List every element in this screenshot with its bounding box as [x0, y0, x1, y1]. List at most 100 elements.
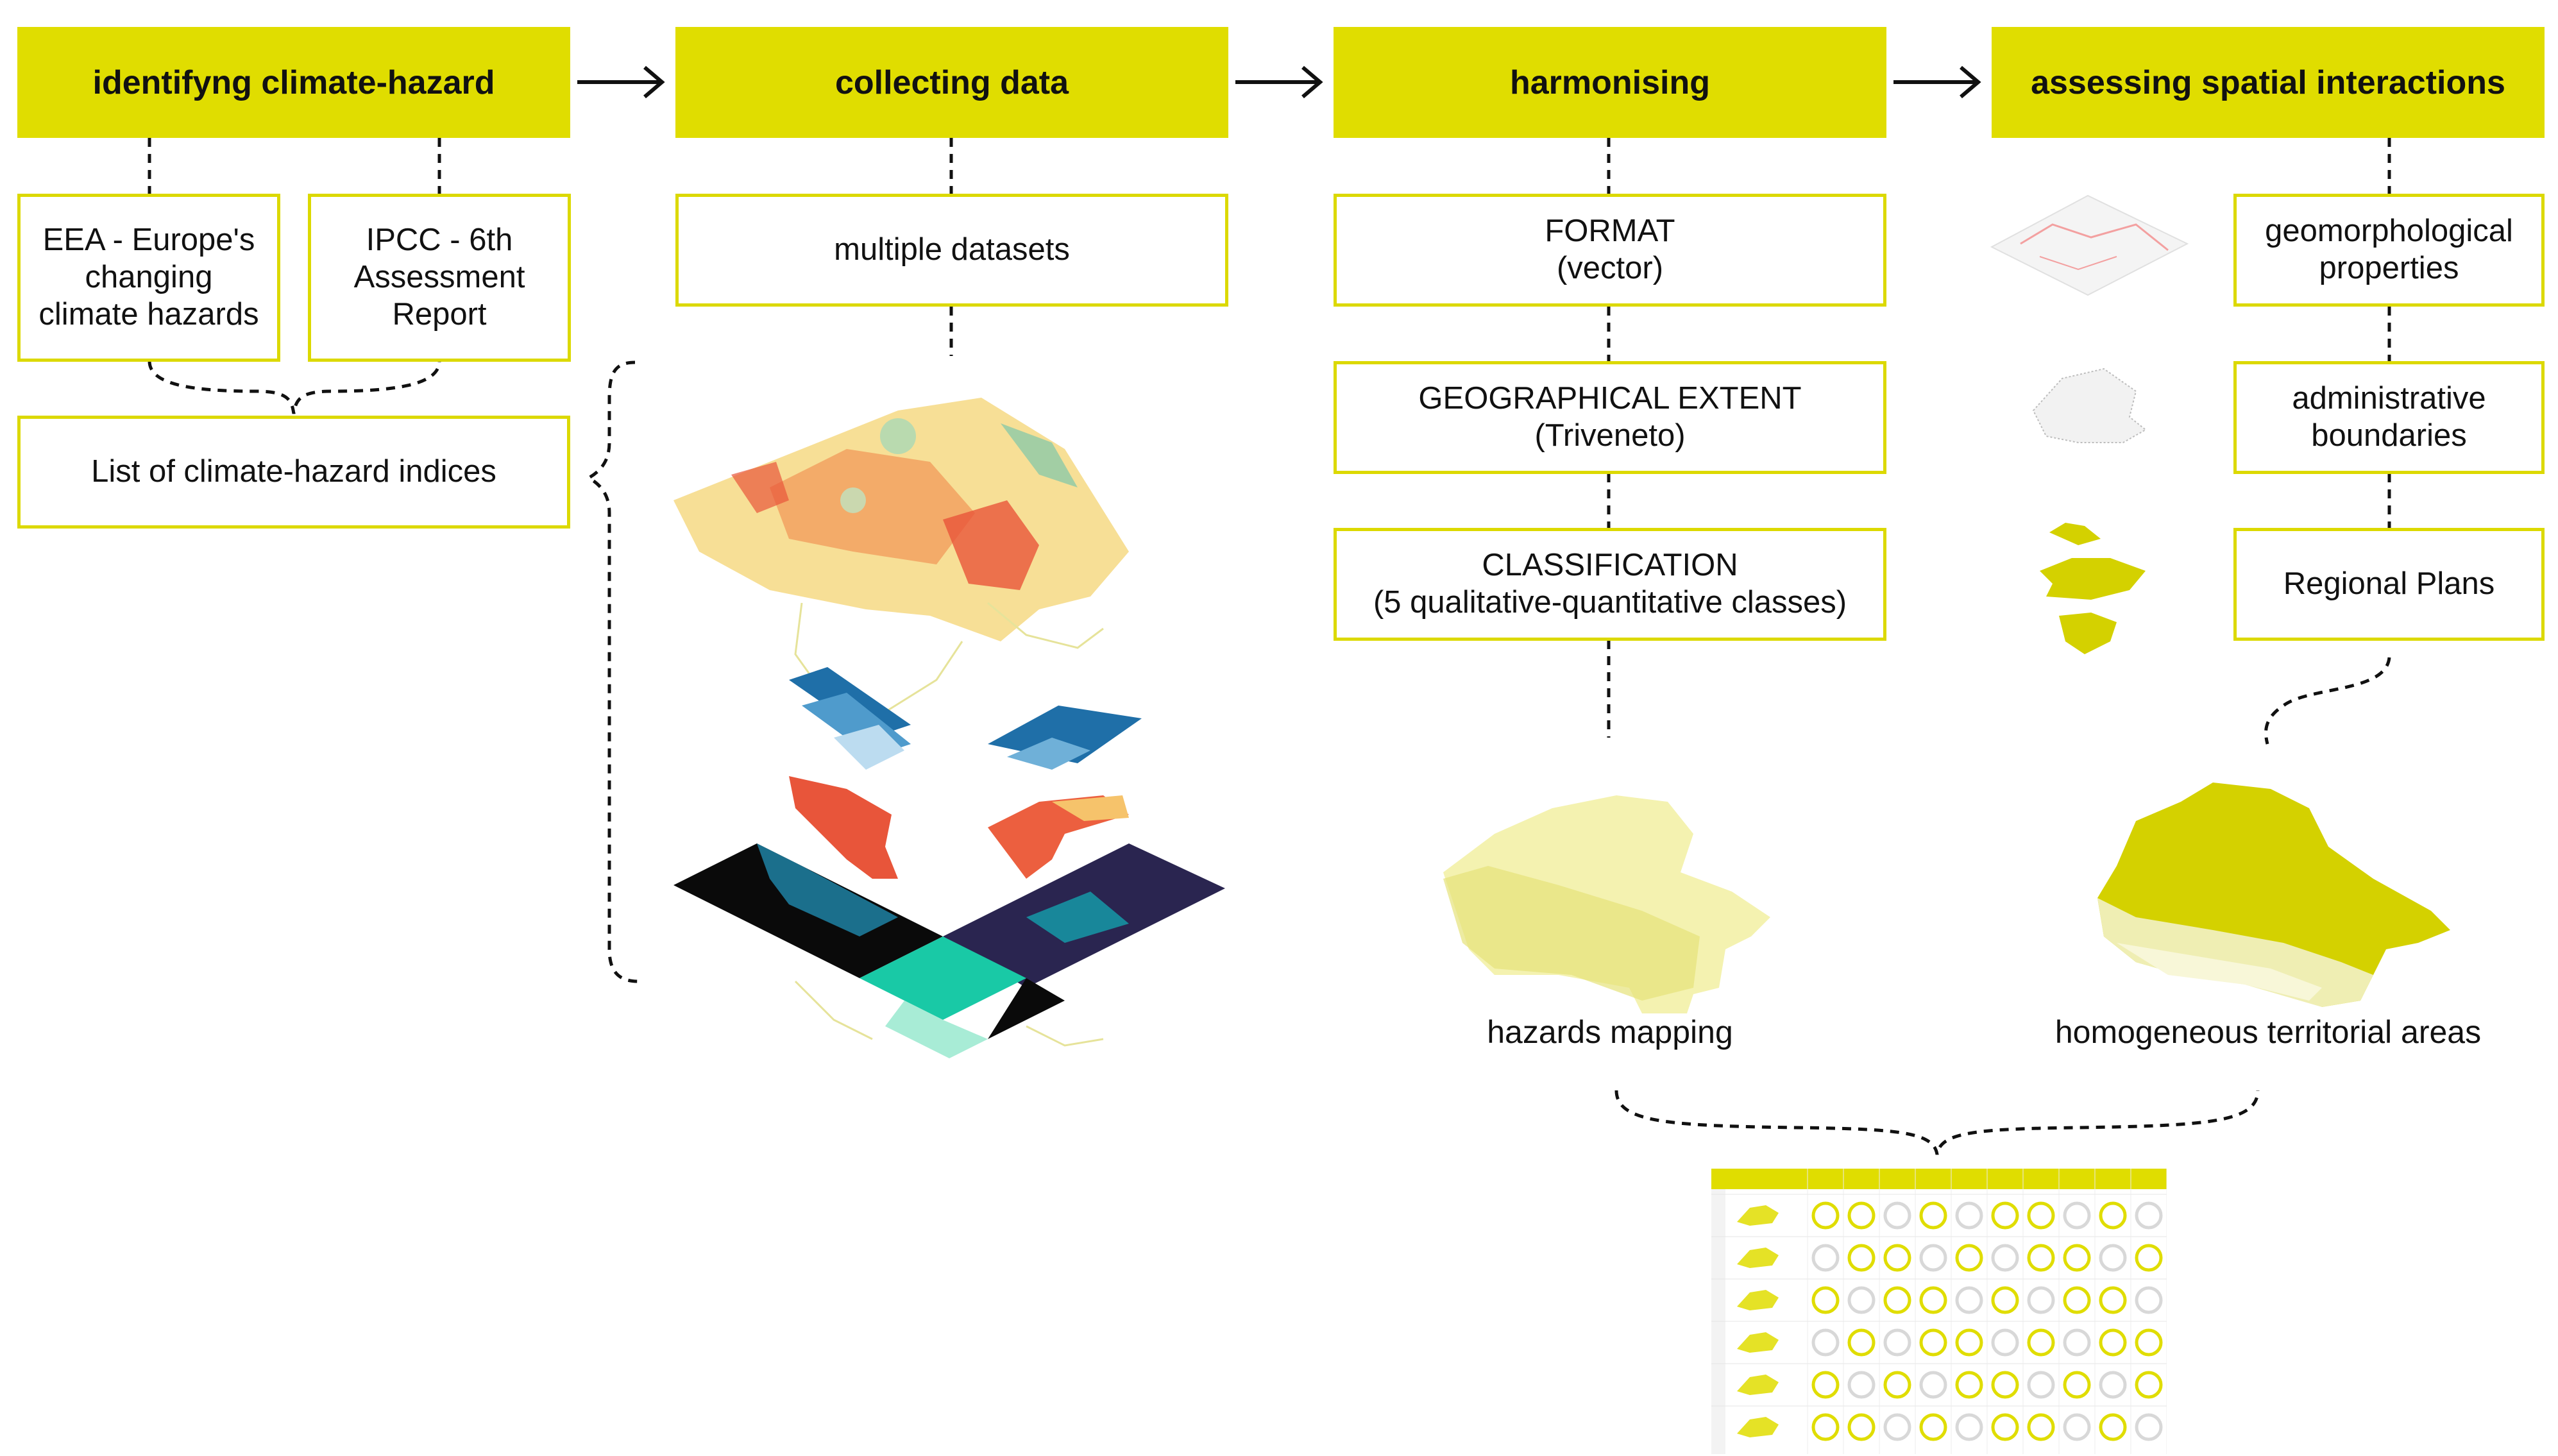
admin-box: administrative boundaries — [2233, 361, 2545, 474]
matrix-score-ring — [1991, 1201, 2019, 1230]
extent-box: GEOGRAPHICAL EXTENT (Triveneto) — [1334, 361, 1886, 474]
matrix-score-ring — [1955, 1201, 1983, 1230]
step-label: collecting data — [834, 63, 1069, 101]
matrix-score-ring — [2027, 1371, 2055, 1399]
matrix-score-ring — [1991, 1413, 2019, 1441]
matrix-area-thumb — [1737, 1248, 1779, 1268]
step-header-identify: identifyng climate-hazard — [17, 27, 570, 138]
matrix-area-thumb — [1737, 1417, 1779, 1437]
matrix-score-ring — [1919, 1371, 1947, 1399]
matrix-score-ring — [2027, 1244, 2055, 1272]
matrix-area-thumb — [1737, 1375, 1779, 1395]
matrix-score-ring — [1991, 1286, 2019, 1314]
result-matrix-graphic — [1711, 1169, 2167, 1454]
matrix-score-ring — [2027, 1328, 2055, 1357]
homogeneous-areas-label: homogeneous territorial areas — [2054, 1014, 2482, 1050]
matrix-score-ring — [2099, 1201, 2127, 1230]
matrix-score-ring — [2027, 1286, 2055, 1314]
dataset-layer-grid — [673, 843, 1225, 1058]
matrix-score-ring — [2135, 1328, 2163, 1357]
matrix-score-ring — [2135, 1244, 2163, 1272]
matrix-score-ring — [1847, 1286, 1876, 1314]
source-eea-label: EEA - Europe's changing climate hazards — [38, 223, 259, 332]
plans-label: Regional Plans — [2283, 566, 2495, 602]
matrix-score-ring — [2027, 1413, 2055, 1441]
matrix-score-ring — [1955, 1244, 1983, 1272]
dataset-layer-heat-shape — [789, 776, 1129, 879]
indices-label: List of climate-hazard indices — [91, 454, 496, 489]
hazards-mapping-label: hazards mapping — [1487, 1014, 1733, 1050]
matrix-score-ring — [2135, 1201, 2163, 1230]
matrix-score-ring — [1955, 1413, 1983, 1441]
matrix-score-ring — [1919, 1201, 1947, 1230]
territorial-areas-shape — [2097, 783, 2450, 1007]
matrix-score-ring — [1811, 1201, 1840, 1230]
regional-plans-thumbnail — [2040, 523, 2146, 654]
matrix-score-ring — [1811, 1413, 1840, 1441]
step-label: harmonising — [1509, 63, 1711, 101]
matrix-score-ring — [1955, 1286, 1983, 1314]
step-header-collect: collecting data — [675, 27, 1228, 138]
geomorph-label: geomorphological properties — [2265, 214, 2513, 285]
dataset-layer-cold-blocks — [789, 667, 1142, 770]
indices-box: List of climate-hazard indices — [17, 416, 570, 529]
format-box: FORMAT (vector) — [1334, 194, 1886, 307]
matrix-area-thumb — [1737, 1332, 1779, 1353]
matrix-score-ring — [1847, 1371, 1876, 1399]
matrix-score-ring — [1811, 1244, 1840, 1272]
result-matrix-thumbnail — [1711, 1169, 2167, 1454]
matrix-score-ring — [1919, 1286, 1947, 1314]
matrix-score-ring — [2063, 1413, 2091, 1441]
geomorph-thumbnail — [1990, 194, 2189, 296]
step-header-harmonise: harmonising — [1334, 27, 1886, 138]
matrix-score-ring — [1811, 1286, 1840, 1314]
datasets-label: multiple datasets — [834, 232, 1070, 267]
source-ipcc-label: IPCC - 6th Assessment Report — [353, 223, 525, 332]
source-ipcc-box: IPCC - 6th Assessment Report — [308, 194, 571, 362]
matrix-score-ring — [1955, 1371, 1983, 1399]
matrix-score-ring — [1991, 1371, 2019, 1399]
matrix-score-ring — [1847, 1413, 1876, 1441]
matrix-score-ring — [2063, 1371, 2091, 1399]
source-eea-box: EEA - Europe's changing climate hazards — [17, 194, 280, 362]
step-label: assessing spatial interactions — [2031, 63, 2505, 101]
admin-label: administrative boundaries — [2292, 381, 2486, 453]
matrix-score-ring — [2063, 1328, 2091, 1357]
matrix-header-row — [1711, 1169, 2167, 1189]
matrix-area-thumb — [1737, 1290, 1779, 1310]
dataset-layer-heatmap — [673, 398, 1129, 641]
classification-label: CLASSIFICATION (5 qualitative-quantitati… — [1373, 548, 1847, 620]
matrix-score-ring — [1847, 1201, 1876, 1230]
matrix-score-ring — [2063, 1201, 2091, 1230]
matrix-score-ring — [1883, 1371, 1911, 1399]
matrix-score-ring — [1883, 1328, 1911, 1357]
step-label: identifyng climate-hazard — [92, 63, 495, 101]
matrix-score-ring — [1991, 1244, 2019, 1272]
matrix-score-ring — [1847, 1328, 1876, 1357]
matrix-score-ring — [1883, 1286, 1911, 1314]
matrix-score-ring — [1919, 1413, 1947, 1441]
classification-box: CLASSIFICATION (5 qualitative-quantitati… — [1334, 528, 1886, 641]
format-label: FORMAT (vector) — [1545, 214, 1675, 285]
matrix-score-ring — [2099, 1413, 2127, 1441]
admin-thumbnail — [2032, 368, 2147, 443]
matrix-score-ring — [2063, 1286, 2091, 1314]
matrix-score-ring — [2099, 1244, 2127, 1272]
matrix-score-ring — [2135, 1371, 2163, 1399]
matrix-score-ring — [1883, 1413, 1911, 1441]
plans-box: Regional Plans — [2233, 528, 2545, 641]
step-header-assess: assessing spatial interactions — [1992, 27, 2545, 138]
hazards-map-shape — [1443, 795, 1770, 1013]
extent-label: GEOGRAPHICAL EXTENT (Triveneto) — [1418, 381, 1802, 453]
matrix-score-ring — [1991, 1328, 2019, 1357]
matrix-score-ring — [2027, 1201, 2055, 1230]
matrix-score-ring — [2063, 1244, 2091, 1272]
matrix-score-ring — [2099, 1371, 2127, 1399]
matrix-score-ring — [2135, 1413, 2163, 1441]
matrix-score-ring — [1955, 1328, 1983, 1357]
datasets-box: multiple datasets — [675, 194, 1228, 307]
matrix-score-ring — [2135, 1286, 2163, 1314]
matrix-score-ring — [1811, 1328, 1840, 1357]
matrix-score-ring — [1811, 1371, 1840, 1399]
